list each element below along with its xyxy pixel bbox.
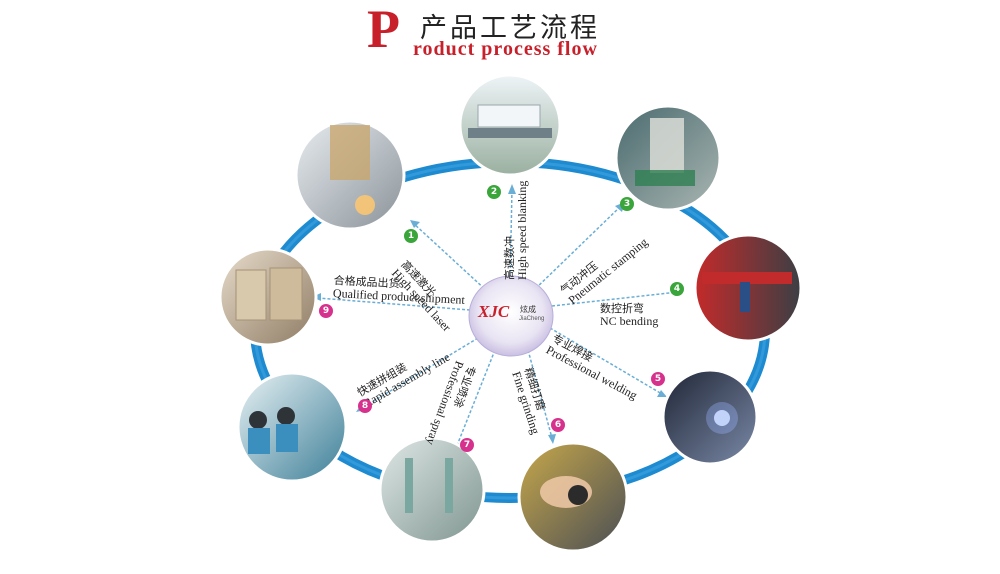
- arrow-step-7: [455, 349, 496, 449]
- arrow-step-8: [361, 337, 479, 409]
- center-logo-en: JiaCheng: [519, 316, 545, 322]
- title-english: roduct process flow: [413, 38, 598, 60]
- photo-welding: [661, 368, 759, 466]
- arrow-step-2: [509, 187, 513, 289]
- arrow-step-1: [411, 221, 489, 293]
- title-initial: P: [367, 0, 400, 59]
- step-badge-7: 7: [460, 438, 474, 452]
- arrow-step-4: [551, 291, 679, 307]
- arrow-step-9: [317, 297, 471, 311]
- step-4-cn: 数控折弯: [600, 302, 644, 315]
- center-logo: XJC: [478, 302, 510, 321]
- arrow-step-6: [527, 349, 553, 439]
- step-badge-6: 6: [551, 418, 565, 432]
- step-badge-9: 9: [319, 304, 333, 318]
- step-badge-5: 5: [651, 372, 665, 386]
- connector-arrows: [312, 184, 684, 454]
- step-photos: [218, 73, 803, 553]
- center-hub: [468, 275, 554, 357]
- step-badge-4: 4: [670, 282, 684, 296]
- center-logo-cn: 炫成: [520, 305, 536, 314]
- step-badge-8: 8: [358, 399, 372, 413]
- step-4-en: NC bending: [600, 314, 659, 328]
- photo-spray: [378, 436, 486, 544]
- step-badge-2: 2: [487, 185, 501, 199]
- step-label-2: 高速数冲 High speed blanking: [503, 181, 529, 280]
- step-label-4: 数控折弯 NC bending: [600, 302, 658, 328]
- step-badge-1: 1: [404, 229, 418, 243]
- title-chinese: 产品工艺流程: [420, 13, 600, 44]
- step-badge-3: 3: [620, 197, 634, 211]
- step-2-en: High speed blanking: [515, 180, 529, 280]
- arrow-step-5: [549, 327, 663, 395]
- arrow-step-3: [531, 204, 623, 293]
